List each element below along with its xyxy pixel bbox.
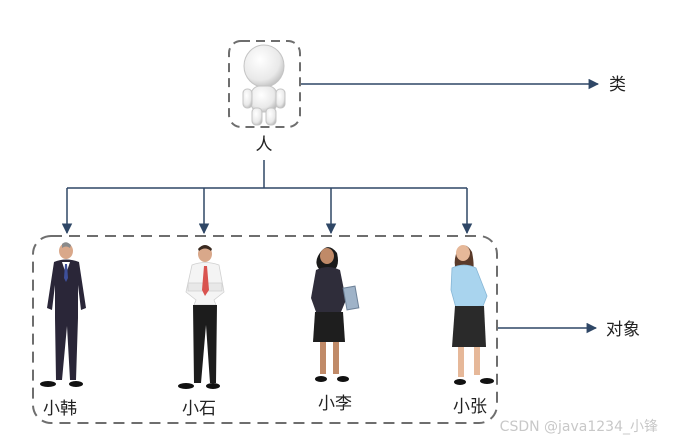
person-figure-4: 小张 bbox=[450, 245, 494, 417]
person-placeholder-icon bbox=[242, 44, 286, 126]
class-box-border bbox=[228, 40, 301, 128]
object-name-label-4: 小张 bbox=[453, 397, 487, 417]
watermark-text: CSDN @java1234_小锋 bbox=[500, 419, 658, 435]
object-name-label-2: 小石 bbox=[182, 399, 216, 419]
object-name-label-3: 小李 bbox=[318, 394, 352, 414]
person-figure-2: 小石 bbox=[178, 245, 225, 419]
class-name-label: 人 bbox=[256, 135, 273, 155]
person-figure-3: 小李 bbox=[311, 247, 360, 414]
object-arrow-label: 对象 bbox=[606, 320, 640, 340]
person-figure-1: 小韩 bbox=[40, 242, 86, 419]
objects-box-border bbox=[32, 235, 498, 424]
object-name-label-1: 小韩 bbox=[43, 399, 77, 419]
class-arrow-label: 类 bbox=[609, 75, 626, 95]
class-node: 人 bbox=[228, 40, 301, 155]
instantiation-connectors bbox=[61, 160, 473, 235]
